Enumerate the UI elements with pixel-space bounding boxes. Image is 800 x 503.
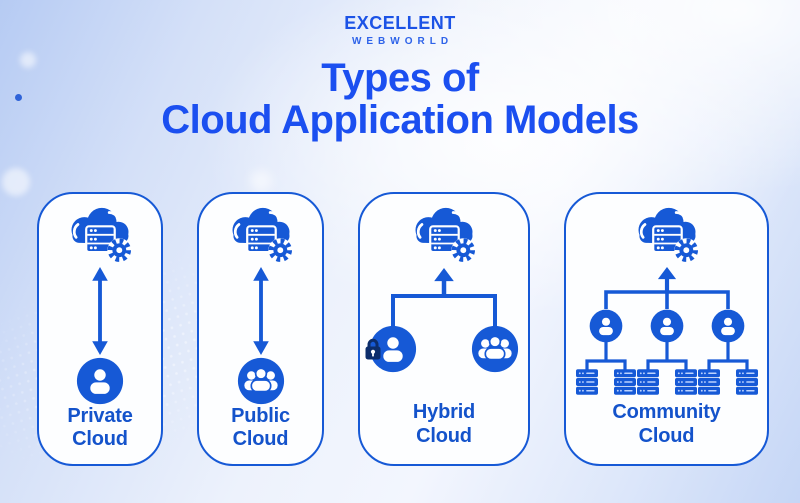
card-graphic [237,264,285,405]
single-user-icon [711,309,744,343]
single-user-icon [589,309,622,343]
bokeh-circle [2,168,30,196]
card-community-cloud: Community Cloud [564,192,769,466]
double-arrow-icon [250,267,272,355]
card-label-line2: Cloud [638,424,695,447]
database-stack-icon [735,369,758,395]
card-label-line1: Public [231,405,290,427]
page-title-line1: Types of [321,56,479,100]
brand-logo: EXCELLENT WEBWORLD [0,0,800,47]
card-label-line1: Community [612,401,721,424]
database-stack-icon [613,369,636,395]
bokeh-circle [20,52,36,68]
card-label-line1: Hybrid [412,401,476,424]
hybrid-branch-graphic [364,268,519,373]
double-arrow-icon [89,267,111,355]
card-graphic [360,264,528,401]
database-stack-icon [674,369,697,395]
card-hybrid-cloud: Hybrid Cloud [358,192,530,466]
single-user-icon [76,357,124,405]
sub-branch-line [584,342,627,370]
decorative-dot [15,94,22,101]
brand-name: EXCELLENT [344,13,456,33]
card-graphic [76,264,124,405]
sub-branch-line [645,342,688,370]
community-tree-graphic [575,267,758,395]
branch-connector-line [391,294,497,326]
cloud-server-gear-icon [409,207,479,264]
card-label: Community Cloud [612,401,720,448]
database-stack-icon [575,369,598,395]
brand-tagline: WEBWORLD [351,36,454,47]
users-group-icon [471,325,519,373]
database-stack-icon [636,369,659,395]
card-label: Public Cloud [231,405,290,452]
cloud-server-gear-icon [632,207,702,264]
card-label-line1: Private [67,405,133,427]
bokeh-circle [250,170,272,192]
card-label-line2: Cloud [416,424,472,447]
page-title: Types of Cloud Application Models [0,57,800,142]
branch-connector-line [603,290,730,309]
up-arrow-icon [657,267,676,293]
card-label-line2: Cloud [232,428,289,451]
page-title-line2: Cloud Application Models [161,98,639,143]
card-graphic [569,264,765,401]
card-private-cloud: Private Cloud [37,192,163,466]
users-group-icon [237,357,285,405]
single-user-icon [650,309,683,343]
cloud-server-gear-icon [65,207,135,264]
up-arrow-icon [434,268,454,296]
sub-branch-line [706,342,749,370]
database-stack-icon [697,369,720,395]
cloud-model-cards: Private Cloud Public Cloud [0,192,800,466]
cloud-server-gear-icon [226,207,296,264]
card-label: Hybrid Cloud [413,401,475,448]
card-public-cloud: Public Cloud [197,192,324,466]
card-label: Private Cloud [67,405,133,452]
card-label-line2: Cloud [72,428,128,451]
